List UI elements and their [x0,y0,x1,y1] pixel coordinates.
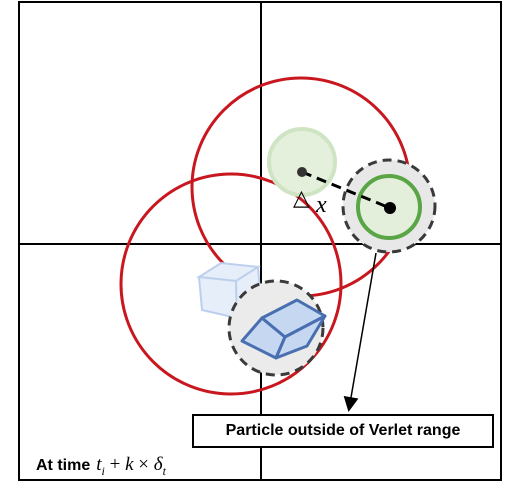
time-t-sub: i [101,463,105,478]
particle-previous-center [297,167,307,177]
time-delta: δ [153,454,163,475]
time-delta-sub: t [162,463,166,478]
time-label-lead: At time [36,457,91,474]
time-label: At time ti + k × δt [36,454,166,480]
particle-current-center [384,202,396,214]
time-plus: + [109,454,121,475]
displacement-delta-symbol: △ [293,186,310,211]
time-expression: ti + k × δt [96,454,166,479]
molecule-current-position [240,298,327,360]
callout-text: Particle outside of Verlet range [225,422,461,439]
time-k: k [125,454,134,475]
callout-label: Particle outside of Verlet range [192,414,494,448]
verlet-circle-lower [119,172,343,396]
displacement-variable: x [315,192,327,218]
time-t: t [96,454,102,475]
callout-arrow [343,252,377,412]
time-times: × [138,454,149,475]
